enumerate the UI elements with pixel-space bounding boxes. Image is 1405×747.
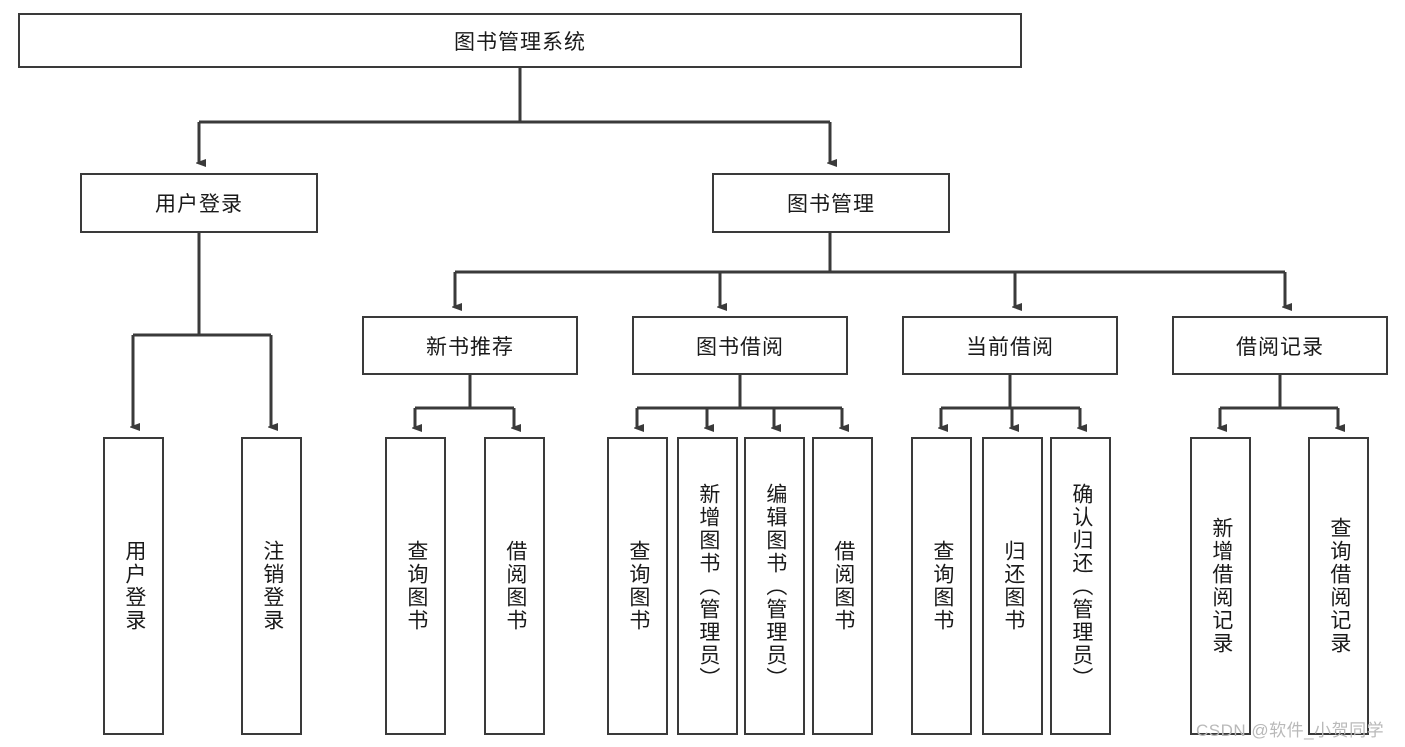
leaf-logout[interactable]: 注销登录 (241, 437, 302, 735)
leaf-add-borrow-record-label: 新增借阅记录 (1209, 517, 1233, 655)
leaf-query-book-borrow[interactable]: 查询图书 (607, 437, 668, 735)
node-book-borrowing-label: 图书借阅 (696, 335, 784, 359)
leaf-confirm-return-label: 确认归还（管理员） (1069, 482, 1093, 690)
node-user-login[interactable]: 用户登录 (80, 173, 318, 233)
leaf-query-borrow-record-label: 查询借阅记录 (1327, 517, 1351, 655)
leaf-query-book-current-label: 查询图书 (930, 540, 954, 632)
leaf-add-book-label: 新增图书（管理员） (696, 482, 720, 690)
node-new-book-recommendation[interactable]: 新书推荐 (362, 316, 578, 375)
node-book-borrowing[interactable]: 图书借阅 (632, 316, 848, 375)
leaf-user-login-label: 用户登录 (122, 540, 146, 632)
csdn-watermark: CSDN @软件_小贺同学 (1196, 721, 1385, 740)
leaf-edit-book-label: 编辑图书（管理员） (763, 482, 787, 690)
leaf-logout-label: 注销登录 (260, 540, 284, 632)
leaf-query-book-recommend-label: 查询图书 (404, 540, 428, 632)
leaf-return-book[interactable]: 归还图书 (982, 437, 1043, 735)
leaf-borrow-book-recommend-label: 借阅图书 (503, 540, 527, 632)
leaf-add-book[interactable]: 新增图书（管理员） (677, 437, 738, 735)
node-user-login-label: 用户登录 (155, 193, 243, 216)
leaf-borrow-book[interactable]: 借阅图书 (812, 437, 873, 735)
leaf-borrow-book-label: 借阅图书 (831, 540, 855, 632)
node-book-management-label: 图书管理 (787, 193, 875, 216)
leaf-borrow-book-recommend[interactable]: 借阅图书 (484, 437, 545, 735)
node-root[interactable]: 图书管理系统 (18, 13, 1022, 68)
leaf-query-book-recommend[interactable]: 查询图书 (385, 437, 446, 735)
leaf-query-borrow-record[interactable]: 查询借阅记录 (1308, 437, 1369, 735)
node-borrow-records[interactable]: 借阅记录 (1172, 316, 1388, 375)
leaf-return-book-label: 归还图书 (1001, 540, 1025, 632)
node-current-borrowing[interactable]: 当前借阅 (902, 316, 1118, 375)
leaf-query-book-borrow-label: 查询图书 (626, 540, 650, 632)
leaf-edit-book[interactable]: 编辑图书（管理员） (744, 437, 805, 735)
leaf-user-login[interactable]: 用户登录 (103, 437, 164, 735)
node-book-management[interactable]: 图书管理 (712, 173, 950, 233)
leaf-add-borrow-record[interactable]: 新增借阅记录 (1190, 437, 1251, 735)
leaf-confirm-return[interactable]: 确认归还（管理员） (1050, 437, 1111, 735)
node-current-borrowing-label: 当前借阅 (966, 335, 1054, 359)
node-root-label: 图书管理系统 (454, 30, 586, 54)
node-new-book-recommendation-label: 新书推荐 (426, 335, 514, 359)
leaf-query-book-current[interactable]: 查询图书 (911, 437, 972, 735)
node-borrow-records-label: 借阅记录 (1236, 335, 1324, 359)
